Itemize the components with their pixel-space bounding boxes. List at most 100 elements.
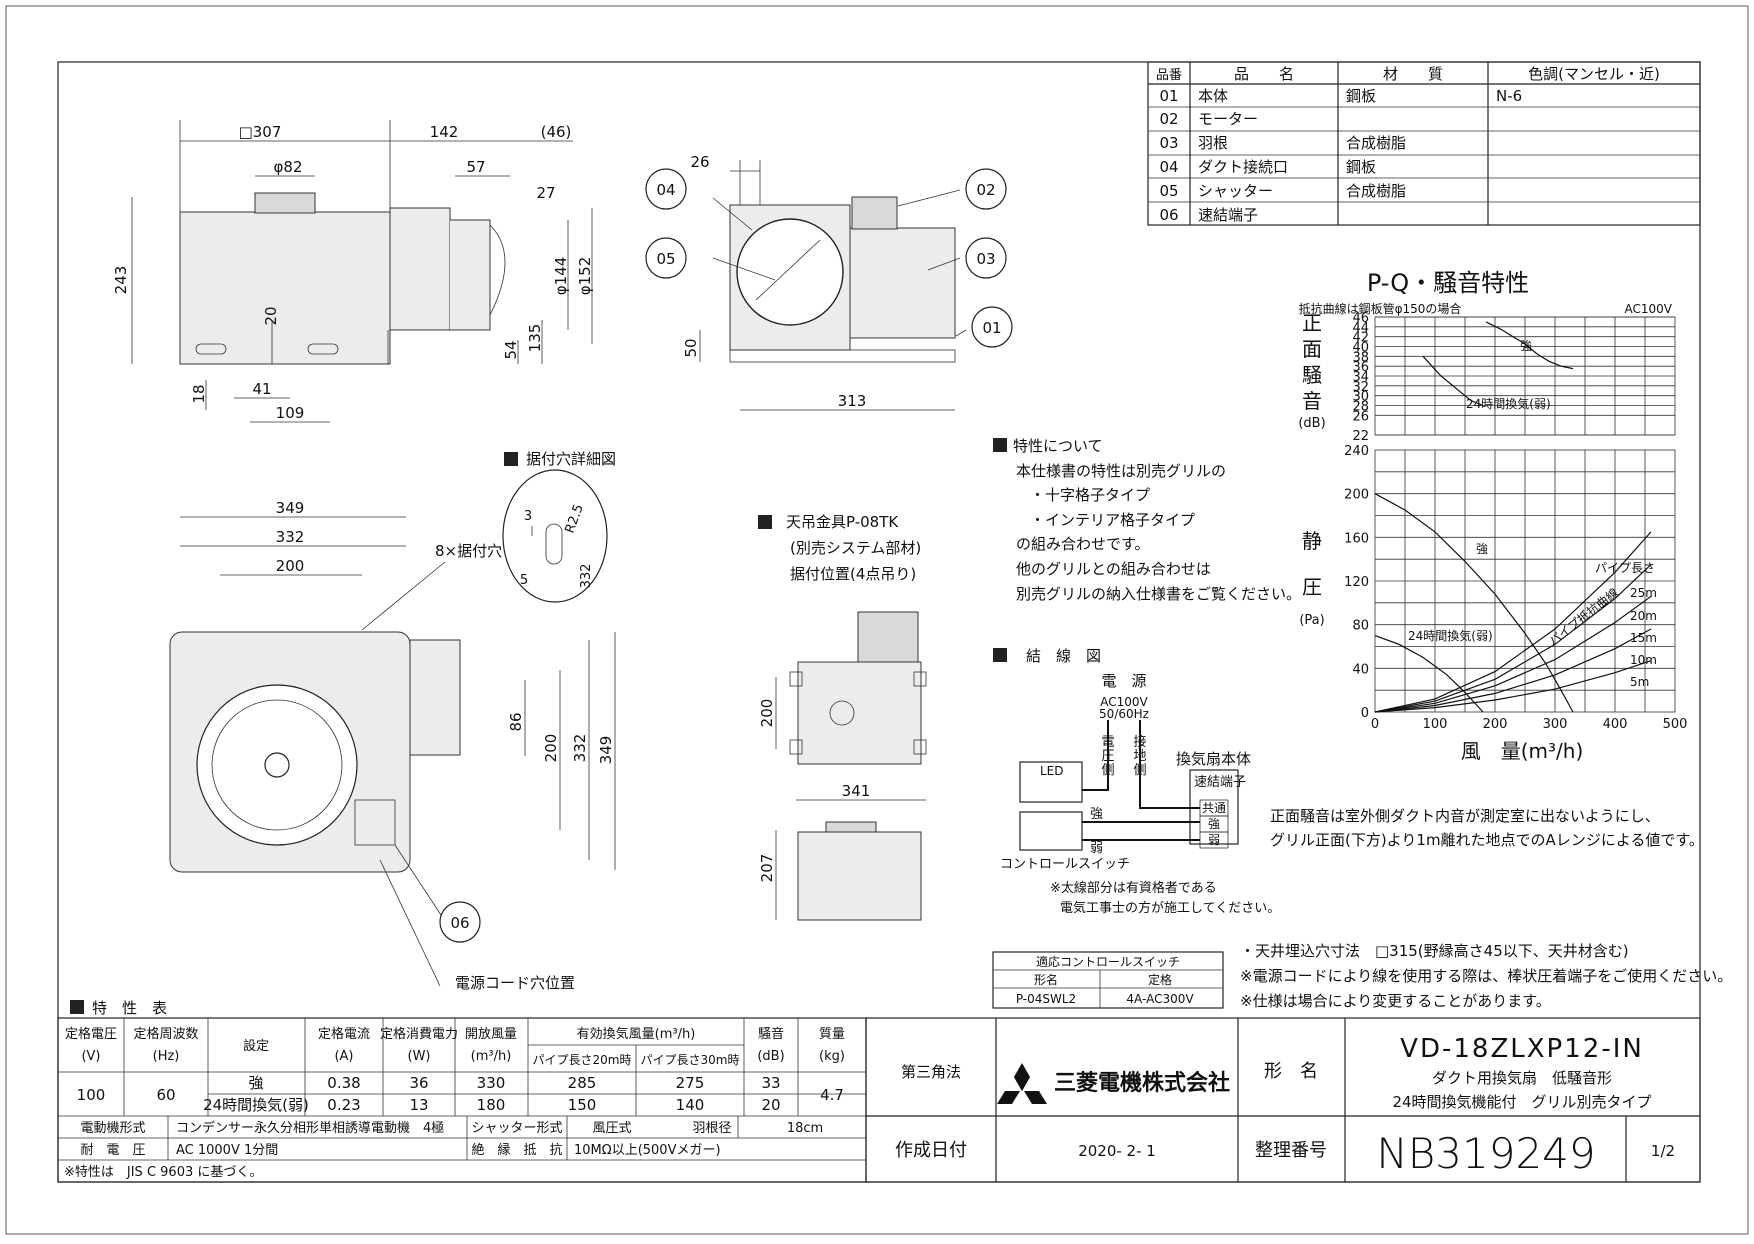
parts-cell: 06 (1159, 206, 1178, 224)
characteristics-note: 特性について 本仕様書の特性は別売グリルの ・十字格子タイプ ・インテリア格子タ… (993, 437, 1301, 603)
noise-ytick-label: 36 (1352, 360, 1369, 375)
date-label: 作成日付 (895, 1140, 967, 1161)
spec-cell: 13 (409, 1096, 428, 1114)
detail-dim-r25: R2.5 (563, 502, 587, 535)
callout-05: 05 (656, 250, 675, 268)
spec-cell: 強 (248, 1074, 263, 1092)
spec-blade-label: 羽根径 (692, 1121, 731, 1136)
parts-cell: N-6 (1496, 87, 1522, 105)
spec-table: 特 性 表 定格電圧(V)定格周波数(Hz)設定定格電流(A)定格消費電力(W)… (57, 999, 867, 1183)
parts-cell: 03 (1159, 134, 1178, 152)
spec-header-cell: 開放風量 (465, 1027, 517, 1042)
pq-chart: P-Q・騒音特性 抵抗曲線は鋼板管φ150の場合 AC100V 22262830… (1270, 269, 1704, 849)
wiring-weak: 弱 (1090, 841, 1103, 856)
general-notes: ・天井埋込穴寸法 □315(野縁高さ45以下、天井材含む) ※電源コードにより線… (1240, 942, 1732, 1010)
pipe-length-label: パイプ長さ (1595, 561, 1655, 575)
mitsubishi-logo (997, 1063, 1047, 1104)
spec-withstand-value: AC 1000V 1分間 (176, 1143, 278, 1158)
switch-header-model: 形名 (1034, 972, 1058, 987)
dim-349-side: 349 (597, 736, 615, 765)
noise-ylabel: 正面騒音 (1302, 311, 1322, 413)
drawing-number: NB319249 (1376, 1129, 1595, 1178)
pressure-ytick-label: 0 (1361, 706, 1369, 721)
switch-header-rating: 定格 (1148, 972, 1172, 987)
series-label: 強 (1476, 542, 1488, 556)
spec-withstand-label: 耐 電 圧 (80, 1143, 145, 1158)
dim-57: 57 (466, 158, 485, 176)
callout-02: 02 (976, 181, 995, 199)
char-note-line2: ・十字格子タイプ (1030, 486, 1150, 504)
noise-ytick-label: 34 (1352, 370, 1369, 385)
noise-ytick-label: 44 (1352, 321, 1369, 336)
dim-27: 27 (536, 184, 555, 202)
mount-detail: 据付穴詳細図 3 R2.5 5 332 (502, 450, 616, 603)
spec-header-cell: (Hz) (153, 1049, 180, 1064)
noise-ytick-label: 30 (1352, 390, 1369, 405)
switch-table-title: 適応コントロールスイッチ (1036, 954, 1180, 969)
spec-cell: 0.23 (327, 1096, 360, 1114)
spec-cell: 150 (568, 1096, 597, 1114)
parts-header-name: 品 名 (1234, 65, 1294, 83)
parts-cell: 合成樹脂 (1346, 182, 1406, 200)
callout-03: 03 (976, 250, 995, 268)
switch-model: P-04SWL2 (1016, 992, 1076, 1006)
noise-gridlines (1375, 316, 1675, 436)
note-2: ※電源コードにより線を使用する際は、棒状圧着端子をご使用ください。 (1240, 967, 1732, 985)
parts-cell: 速結端子 (1198, 206, 1258, 224)
outer-frame (5, 5, 1749, 1235)
dim-phi144: φ144 (552, 257, 570, 296)
detail-dim-332: 332 (579, 564, 594, 589)
dim-18: 18 (190, 384, 208, 403)
number-label: 整理番号 (1255, 1140, 1327, 1161)
pressure-ylabel-char: 静 (1302, 529, 1322, 553)
noise-chart-header-right: AC100V (1625, 302, 1673, 316)
noise-ytick-label: 40 (1352, 341, 1369, 356)
spec-cell: 275 (676, 1074, 705, 1092)
spec-header-cell: (dB) (757, 1049, 784, 1064)
mount-detail-title: 据付穴詳細図 (526, 450, 616, 468)
parts-header-no: 品番 (1156, 68, 1182, 83)
spec-cell: 33 (761, 1074, 780, 1092)
noise-yunit: (dB) (1298, 416, 1325, 431)
series-label: 10m (1630, 653, 1657, 667)
pressure-ytick-label: 80 (1352, 619, 1369, 634)
series-label: 15m (1630, 631, 1657, 645)
hanger-dim-341: 341 (842, 782, 871, 800)
wiring-power: 電 源 (1101, 672, 1146, 690)
spec-header-cell: (A) (334, 1049, 353, 1064)
spec-cell: 140 (676, 1096, 705, 1114)
terminal-label: 速結端子 (1194, 775, 1246, 790)
parts-cell: 02 (1159, 110, 1178, 128)
bottom-view-drawing: 349 332 200 86 200 332 349 8×据付穴 06 電源コー… (169, 499, 616, 992)
spec-header-cell: (W) (408, 1049, 431, 1064)
parts-cell: 羽根 (1198, 134, 1228, 152)
series-line (1374, 595, 1652, 713)
spec-shutter-label: シャッター形式 (471, 1121, 562, 1136)
spec-sub-20m: パイプ長さ20m時 (533, 1053, 632, 1067)
noise-ytick-label: 22 (1352, 429, 1369, 444)
series-label: 24時間換気(弱) (1466, 396, 1551, 411)
parts-cell: 05 (1159, 182, 1178, 200)
noise-ytick-label: 28 (1352, 400, 1369, 415)
spec-header-cell: 定格電圧 (65, 1026, 117, 1042)
spec-header-cell: (m³/h) (471, 1049, 512, 1064)
series-line (1485, 321, 1574, 370)
pressure-ylabel: 静圧 (1302, 529, 1322, 599)
series-line (1374, 635, 1484, 713)
parts-header-material: 材 質 (1383, 65, 1443, 83)
spec-cell: 285 (568, 1074, 597, 1092)
spec-insulation-value: 10MΩ以上(500Vメガー) (574, 1143, 721, 1158)
char-note-line5: 他のグリルとの組み合わせは (1016, 560, 1211, 578)
dim-phi152: φ152 (576, 257, 594, 296)
spec-header-cell: (V) (81, 1049, 100, 1064)
series-label: 強 (1520, 339, 1532, 353)
pressure-ytick-label: 160 (1344, 531, 1369, 546)
spec-cell: 24時間換気(弱) (203, 1096, 309, 1114)
dim-313: 313 (838, 392, 867, 410)
char-note-line4: の組み合わせです。 (1016, 535, 1150, 553)
noise-note-1: 正面騒音は室外側ダクト内音が測定室に出ないようにし、 (1270, 807, 1660, 825)
noise-series: 強 24時間換気(弱) (1422, 321, 1574, 411)
pressure-ytick-label: 240 (1344, 444, 1369, 459)
